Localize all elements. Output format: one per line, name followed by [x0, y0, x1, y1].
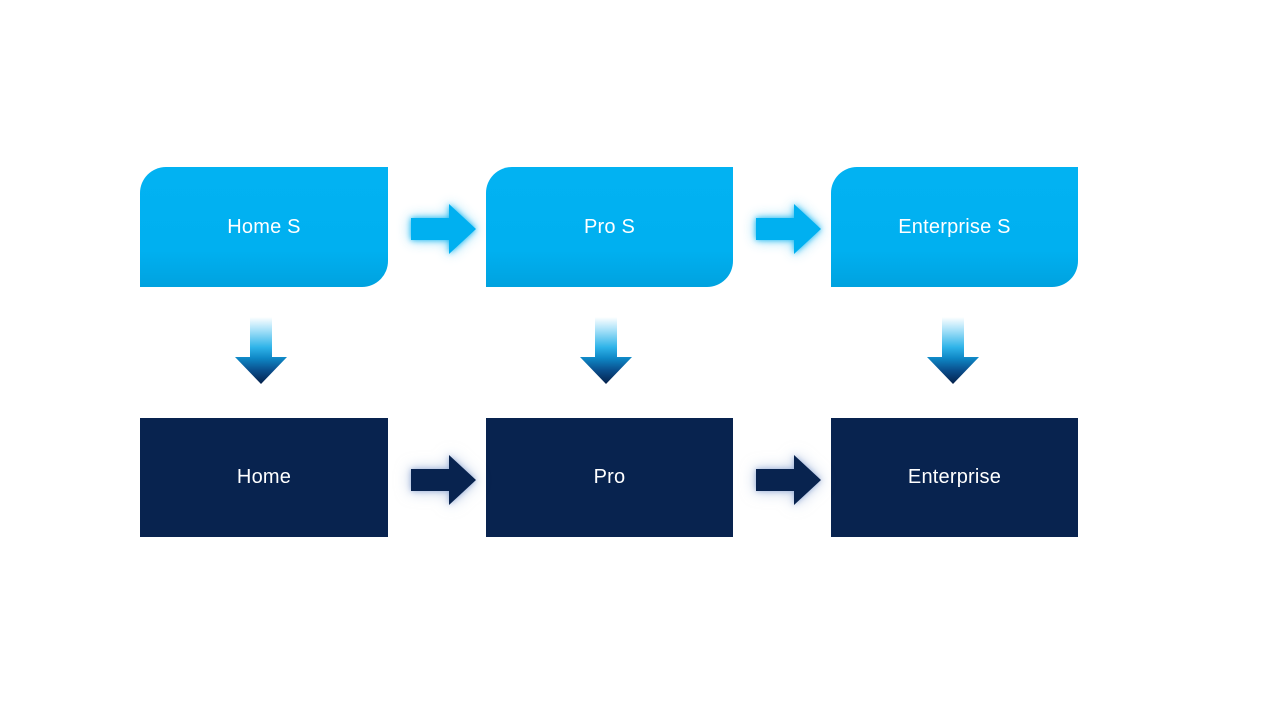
node-pro: Pro: [486, 418, 733, 537]
node-pro-s: Pro S: [486, 167, 733, 287]
down-arrow-icon: [927, 317, 979, 384]
node-home: Home: [140, 418, 388, 537]
node-home-s-label: Home S: [227, 215, 301, 238]
node-enterprise-s: Enterprise S: [831, 167, 1078, 287]
right-arrow-icon: [411, 204, 476, 254]
node-home-label: Home: [236, 466, 292, 488]
node-pro-label: Pro: [593, 466, 626, 488]
node-enterprise-s-label: Enterprise S: [898, 215, 1011, 238]
right-arrow-icon: [411, 455, 476, 505]
right-arrow-icon: [756, 455, 821, 505]
node-home-s: Home S: [140, 167, 388, 287]
node-enterprise: Enterprise: [831, 418, 1078, 537]
down-arrow-icon: [235, 317, 287, 384]
down-arrow-icon: [580, 317, 632, 384]
node-pro-s-label: Pro S: [583, 215, 636, 238]
node-enterprise-label: Enterprise: [907, 466, 1002, 488]
right-arrow-icon: [756, 204, 821, 254]
